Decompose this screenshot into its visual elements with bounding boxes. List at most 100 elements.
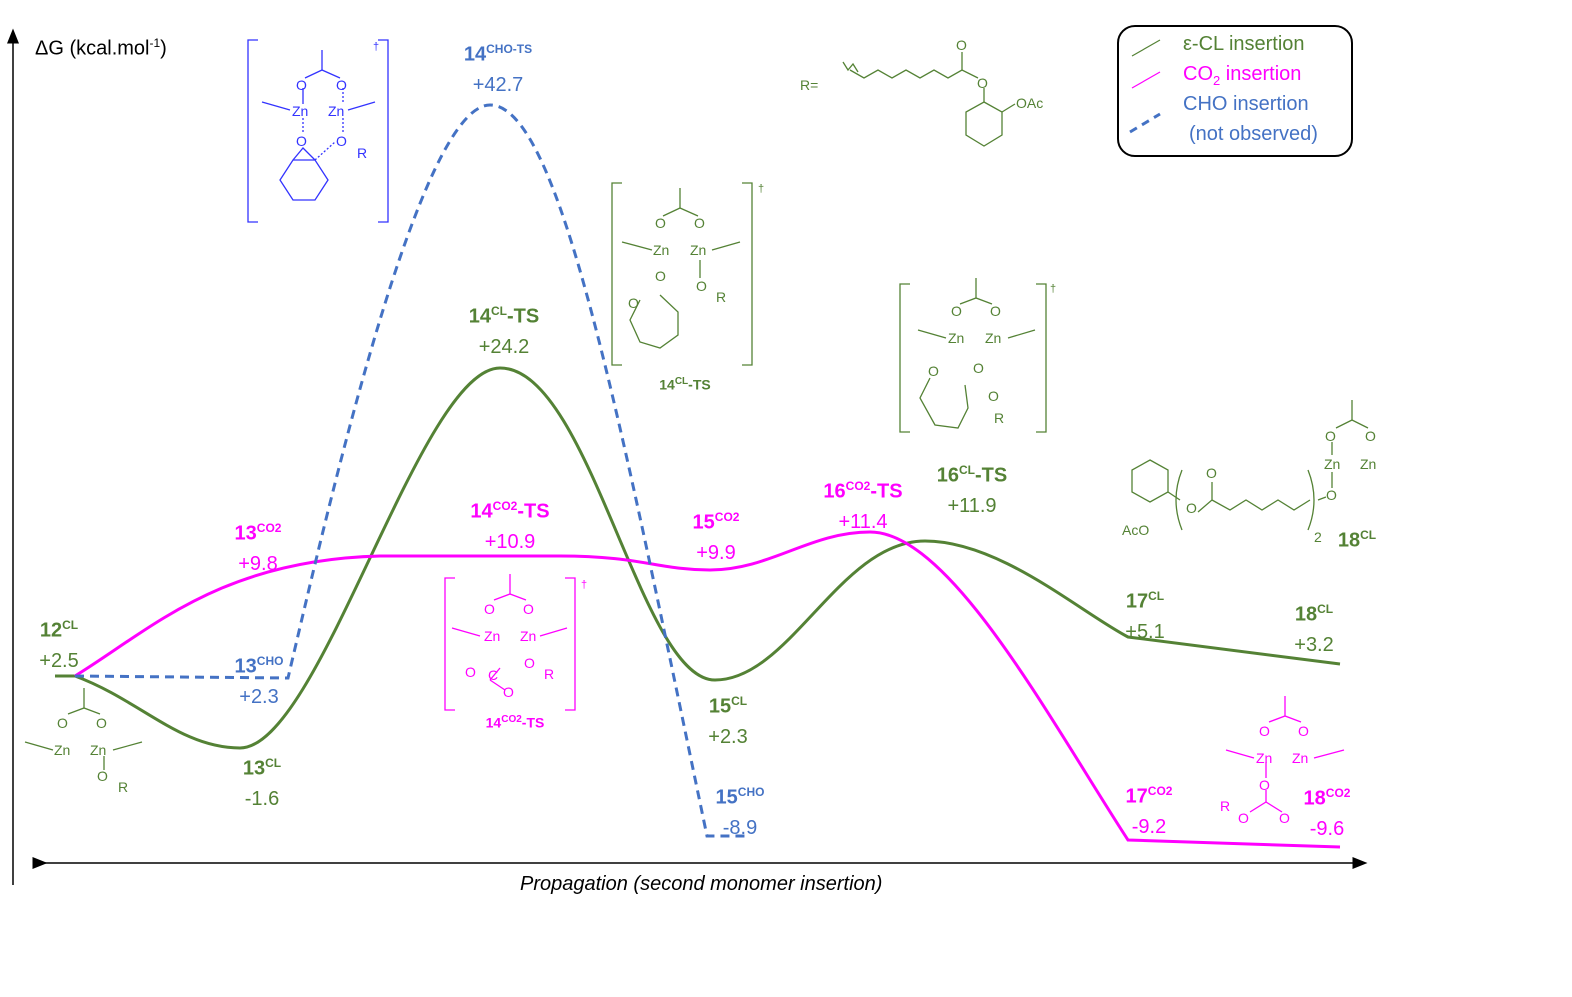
state-suffix: -TS <box>870 480 903 503</box>
atom-o: O <box>296 133 307 149</box>
legend-co2: CO2 insertion <box>1183 63 1301 88</box>
state-name: 15CHO <box>716 777 765 813</box>
state-number: 13 <box>242 757 266 780</box>
cl-ts-structure <box>611 182 753 366</box>
r-group-structure <box>842 52 1016 147</box>
caption-sup: CO2 <box>501 714 522 725</box>
legend-co2-a: CO <box>1183 63 1213 85</box>
state-name: 16CO2-TS <box>823 471 902 507</box>
caption-num: 18 <box>1337 529 1361 552</box>
atom-zn: Zn <box>1324 456 1340 472</box>
caption-18cl: 18CL <box>1338 528 1376 553</box>
co2-pathway-curve <box>74 530 1341 849</box>
state-label-17co2: 17CO2-9.2 <box>1126 776 1173 842</box>
atom-zn: Zn <box>985 330 1001 346</box>
atom-o: O <box>956 37 967 53</box>
atom-o: O <box>655 268 666 284</box>
atom-r: R <box>716 289 726 305</box>
state-label-15co2: 15CO2+9.9 <box>693 502 740 568</box>
state-superscript: CL <box>731 694 748 708</box>
state-number: 16 <box>936 464 960 487</box>
legend-co2-swatch <box>1131 71 1161 89</box>
r-definition-label: R= <box>800 77 818 93</box>
atom-o: O <box>336 77 347 93</box>
state-name: 14CHO-TS <box>464 34 532 70</box>
atom-r: R <box>118 779 128 795</box>
atom-zn: Zn <box>520 628 536 644</box>
atom-o: O <box>336 133 347 149</box>
state-number: 17 <box>1125 785 1148 808</box>
state-name: 16CL-TS <box>937 455 1007 491</box>
atom-o: O <box>1365 428 1376 444</box>
co2-ts-structure <box>444 574 576 711</box>
atom-o: O <box>524 655 535 671</box>
atom-o: O <box>977 75 988 91</box>
atom-o: O <box>696 278 707 294</box>
state-suffix: -TS <box>975 464 1008 487</box>
state-superscript: CO2 <box>256 521 282 535</box>
atom-o: O <box>1206 465 1217 481</box>
state-energy: -9.2 <box>1131 815 1167 838</box>
state-energy: +9.9 <box>696 541 736 564</box>
state-energy: +11.4 <box>838 510 888 533</box>
state-energy: +2.3 <box>239 685 279 708</box>
state-energy: +10.9 <box>484 530 536 553</box>
atom-o: O <box>1259 777 1270 793</box>
state-label-16co2-ts: 16CO2-TS +11.4 <box>823 471 902 537</box>
state-name: 13CL <box>243 748 281 784</box>
state-superscript: CO2 <box>492 499 518 513</box>
atom-aco: AcO <box>1122 522 1149 538</box>
atom-r: R <box>357 145 367 161</box>
y-axis-label-sup: -1 <box>149 36 161 50</box>
co2-product-structure <box>1225 696 1345 813</box>
atom-o: O <box>990 303 1001 319</box>
atom-zn: Zn <box>90 742 106 758</box>
state-name: 15CL <box>708 686 747 722</box>
state-number: 14 <box>463 43 487 66</box>
atom-o: O <box>97 768 108 784</box>
state-energy: +11.9 <box>947 494 997 517</box>
dagger: † <box>373 41 379 53</box>
legend-co2-sub: 2 <box>1213 73 1221 88</box>
atom-o: O <box>57 715 68 731</box>
state-superscript: CL <box>62 618 79 632</box>
state-energy: -1.6 <box>244 787 280 810</box>
atom-zn: Zn <box>1256 750 1272 766</box>
atom-r: R <box>994 410 1004 426</box>
state-superscript: CL <box>959 463 976 477</box>
state-number: 12 <box>39 619 63 642</box>
legend-cl: ε-CL insertion <box>1183 33 1305 55</box>
state-suffix: -TS <box>517 500 550 523</box>
caption-14co2-ts: 14CO2-TS <box>486 714 545 731</box>
atom-o: O <box>1298 723 1309 739</box>
atom-o: O <box>296 77 307 93</box>
atom-r: R <box>1220 798 1230 814</box>
state-name: 12CL <box>39 610 78 646</box>
atom-o: O <box>694 215 705 231</box>
caption-suffix: -TS <box>688 376 711 393</box>
state-superscript: CL <box>1317 602 1334 616</box>
x-axis-label: Propagation (second monomer insertion) <box>520 873 883 895</box>
state-energy: +3.2 <box>1294 633 1334 656</box>
atom-o: O <box>1325 428 1336 444</box>
atom-o: O <box>465 664 476 680</box>
state-number: 14 <box>468 305 492 328</box>
caption-num: 14 <box>659 376 675 393</box>
atom-zn: Zn <box>1360 456 1376 472</box>
caption-suffix: -TS <box>521 714 545 731</box>
atom-zn: Zn <box>653 242 669 258</box>
state-superscript: CO2 <box>845 479 871 493</box>
legend-cho-swatch <box>1129 112 1161 134</box>
atom-zn: Zn <box>292 103 308 119</box>
cl-ts16-structure <box>899 278 1047 433</box>
state-label-18co2: 18CO2-9.6 <box>1304 778 1351 844</box>
atom-zn: Zn <box>484 628 500 644</box>
state-superscript: CHO-TS <box>486 42 533 56</box>
state-name: 14CL-TS <box>469 296 539 332</box>
atom-o: O <box>1279 810 1290 826</box>
atom-o: O <box>1238 810 1249 826</box>
state-number: 15 <box>708 695 732 718</box>
state-label-14cho-ts: 14CHO-TS+42.7 <box>464 34 532 100</box>
atom-o: O <box>503 684 514 700</box>
